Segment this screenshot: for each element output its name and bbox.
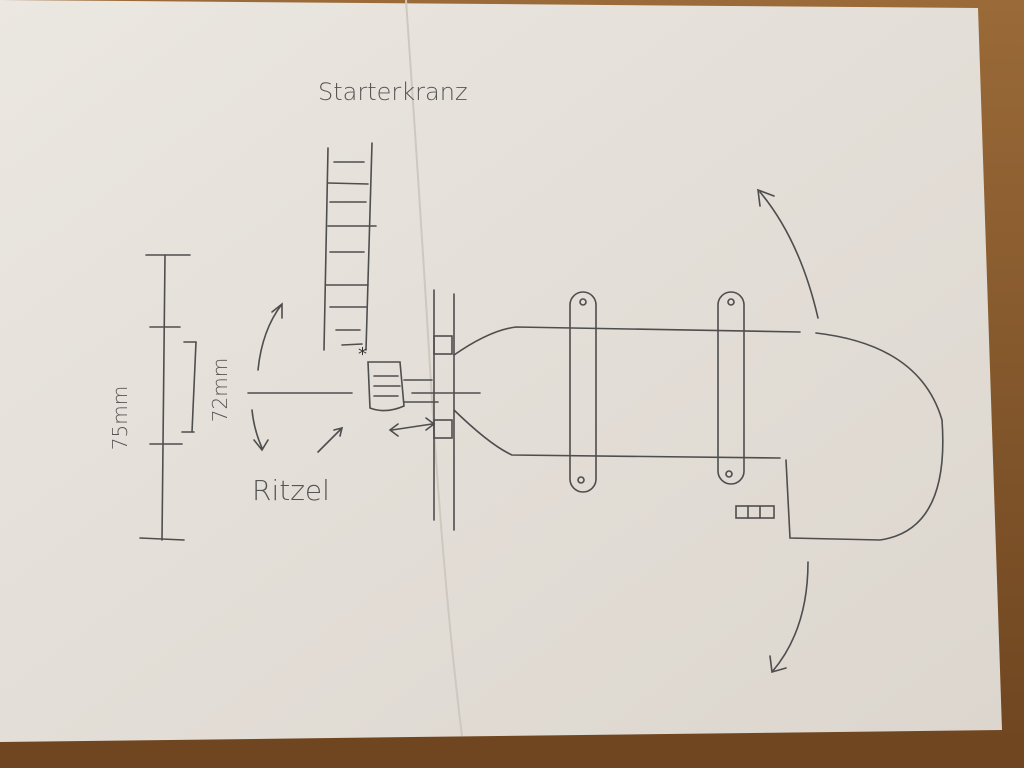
outer-dimension-label: 75mm: [108, 385, 133, 451]
paper-sheet: [0, 0, 1002, 742]
paper-fold: [405, 0, 463, 737]
rotation-arrow-icon: [757, 188, 819, 319]
pointer-arrow-icon: [317, 426, 344, 453]
rotation-arrow-icon: [257, 302, 283, 371]
starter-motor: [453, 291, 944, 541]
double-arrow-icon: [388, 417, 436, 437]
svg-text:*: *: [358, 344, 367, 365]
ring-gear: *: [323, 142, 377, 365]
rotation-arrow-icon: [251, 409, 269, 452]
ring-gear-label: Starterkranz: [318, 78, 468, 106]
rotation-arrow-icon: [769, 561, 809, 674]
dimension-75mm: [139, 254, 191, 541]
pinion-label: Ritzel: [252, 474, 330, 507]
pinion: [247, 361, 481, 412]
dimension-72mm: [181, 341, 197, 433]
housing-wall: [433, 289, 455, 531]
inner-dimension-label: 72mm: [208, 357, 233, 423]
